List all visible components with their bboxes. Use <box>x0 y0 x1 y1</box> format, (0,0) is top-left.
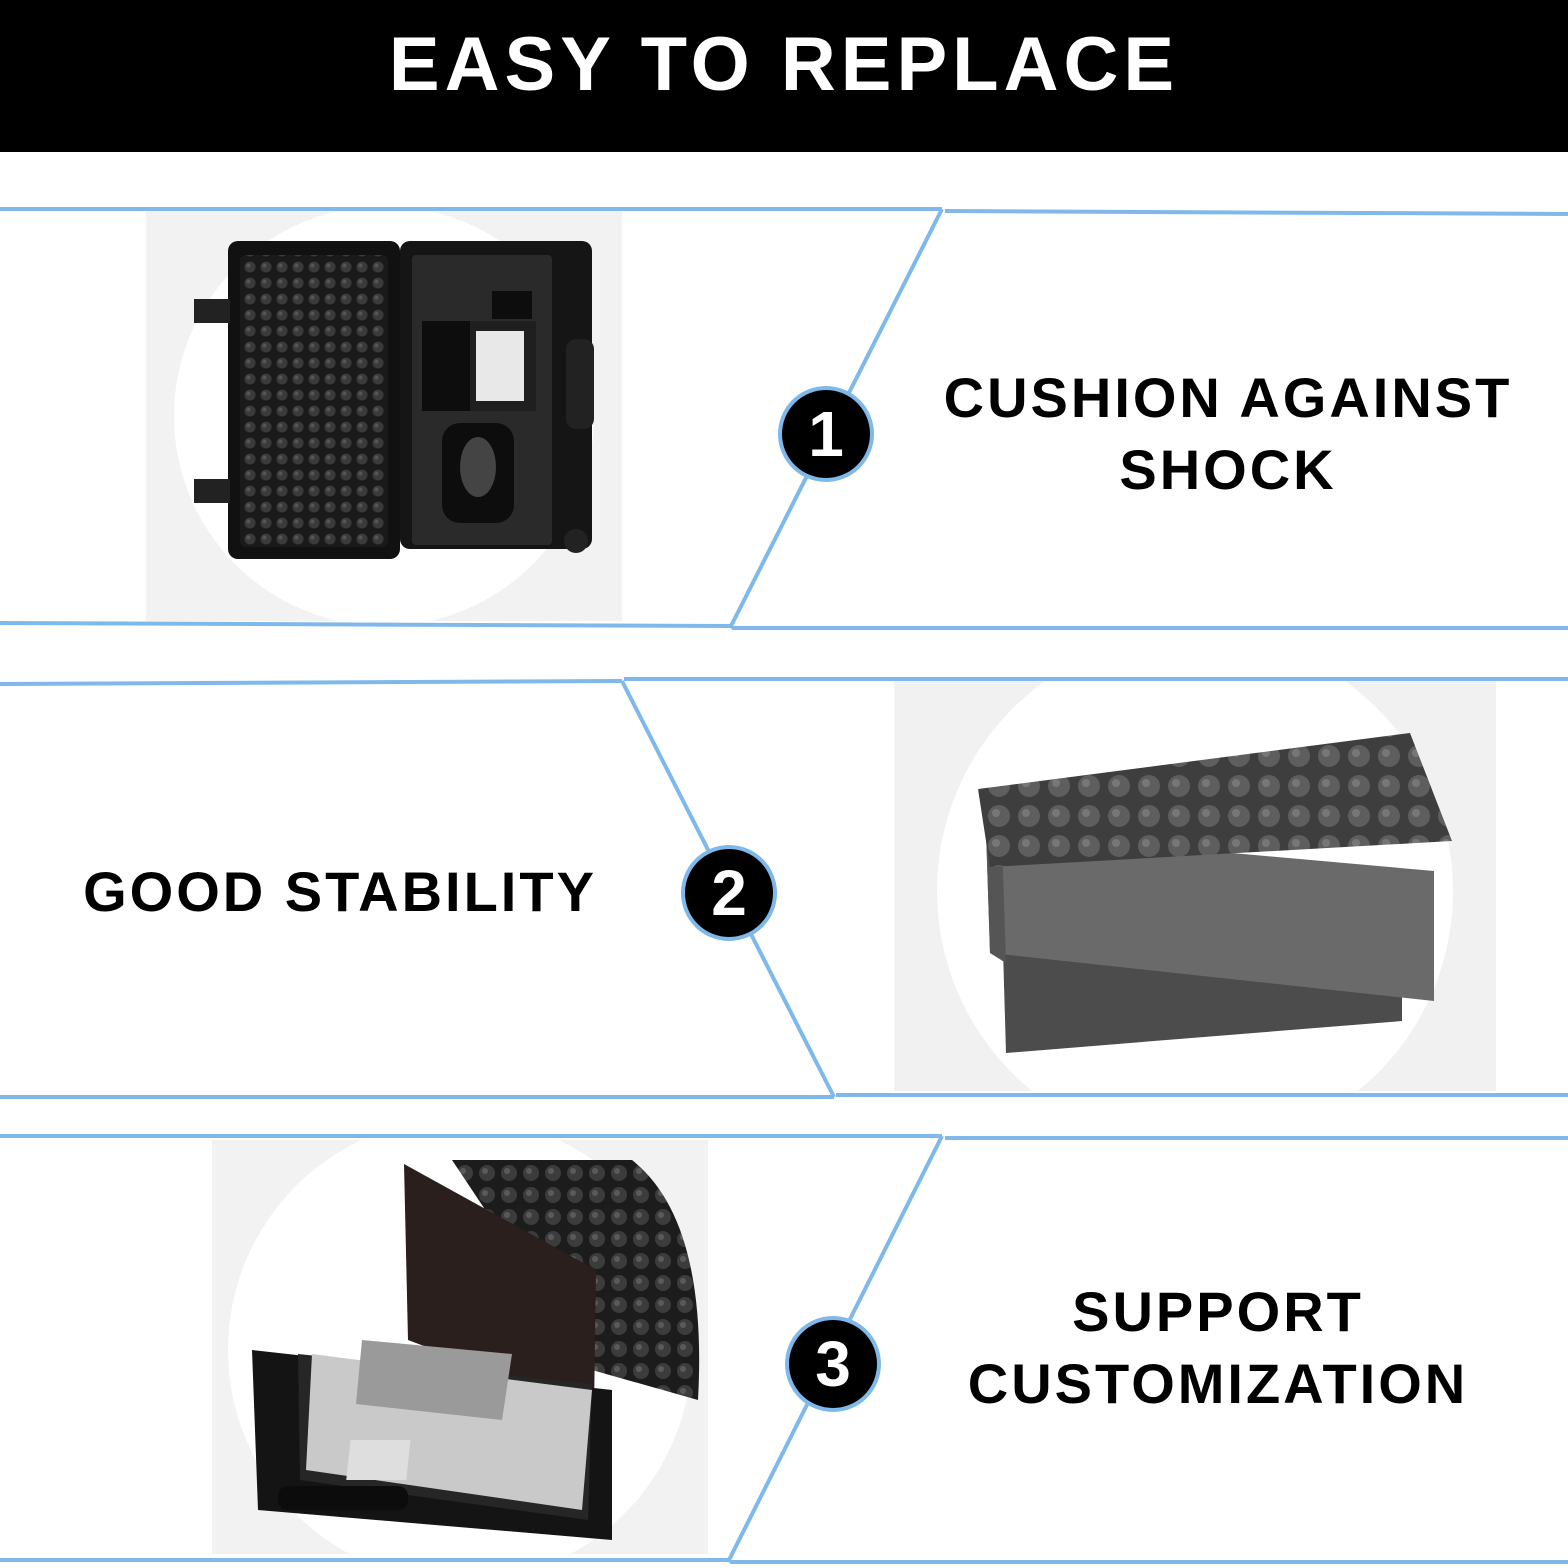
feature-2-line-1: GOOD STABILITY <box>83 860 597 923</box>
feature-cushion-against-shock: CUSHION AGAINST SHOCK <box>908 362 1548 506</box>
frame-2-left-top <box>0 679 623 686</box>
laptop-case-photo <box>212 1140 708 1554</box>
feature-1-line-1: CUSHION AGAINST <box>943 366 1513 429</box>
feature-support-customization: SUPPORT CUSTOMIZATION <box>908 1276 1528 1420</box>
hard-case-vr-photo <box>146 211 622 621</box>
frame-1-left-bottom <box>0 621 731 628</box>
badge-number-3: 3 <box>785 1316 881 1412</box>
feature-3-line-1: SUPPORT <box>1072 1280 1364 1343</box>
foam-layers-photo <box>894 681 1496 1091</box>
badge-number-2: 2 <box>681 845 777 941</box>
feature-good-stability: GOOD STABILITY <box>20 856 660 928</box>
page-title: EASY TO REPLACE <box>388 21 1180 107</box>
badge-number-1: 1 <box>778 386 874 482</box>
frame-1-right-top <box>944 209 1568 216</box>
feature-3-line-2: CUSTOMIZATION <box>967 1352 1469 1415</box>
feature-1-line-2: SHOCK <box>1119 438 1337 501</box>
header-bar: EASY TO REPLACE <box>0 0 1568 152</box>
